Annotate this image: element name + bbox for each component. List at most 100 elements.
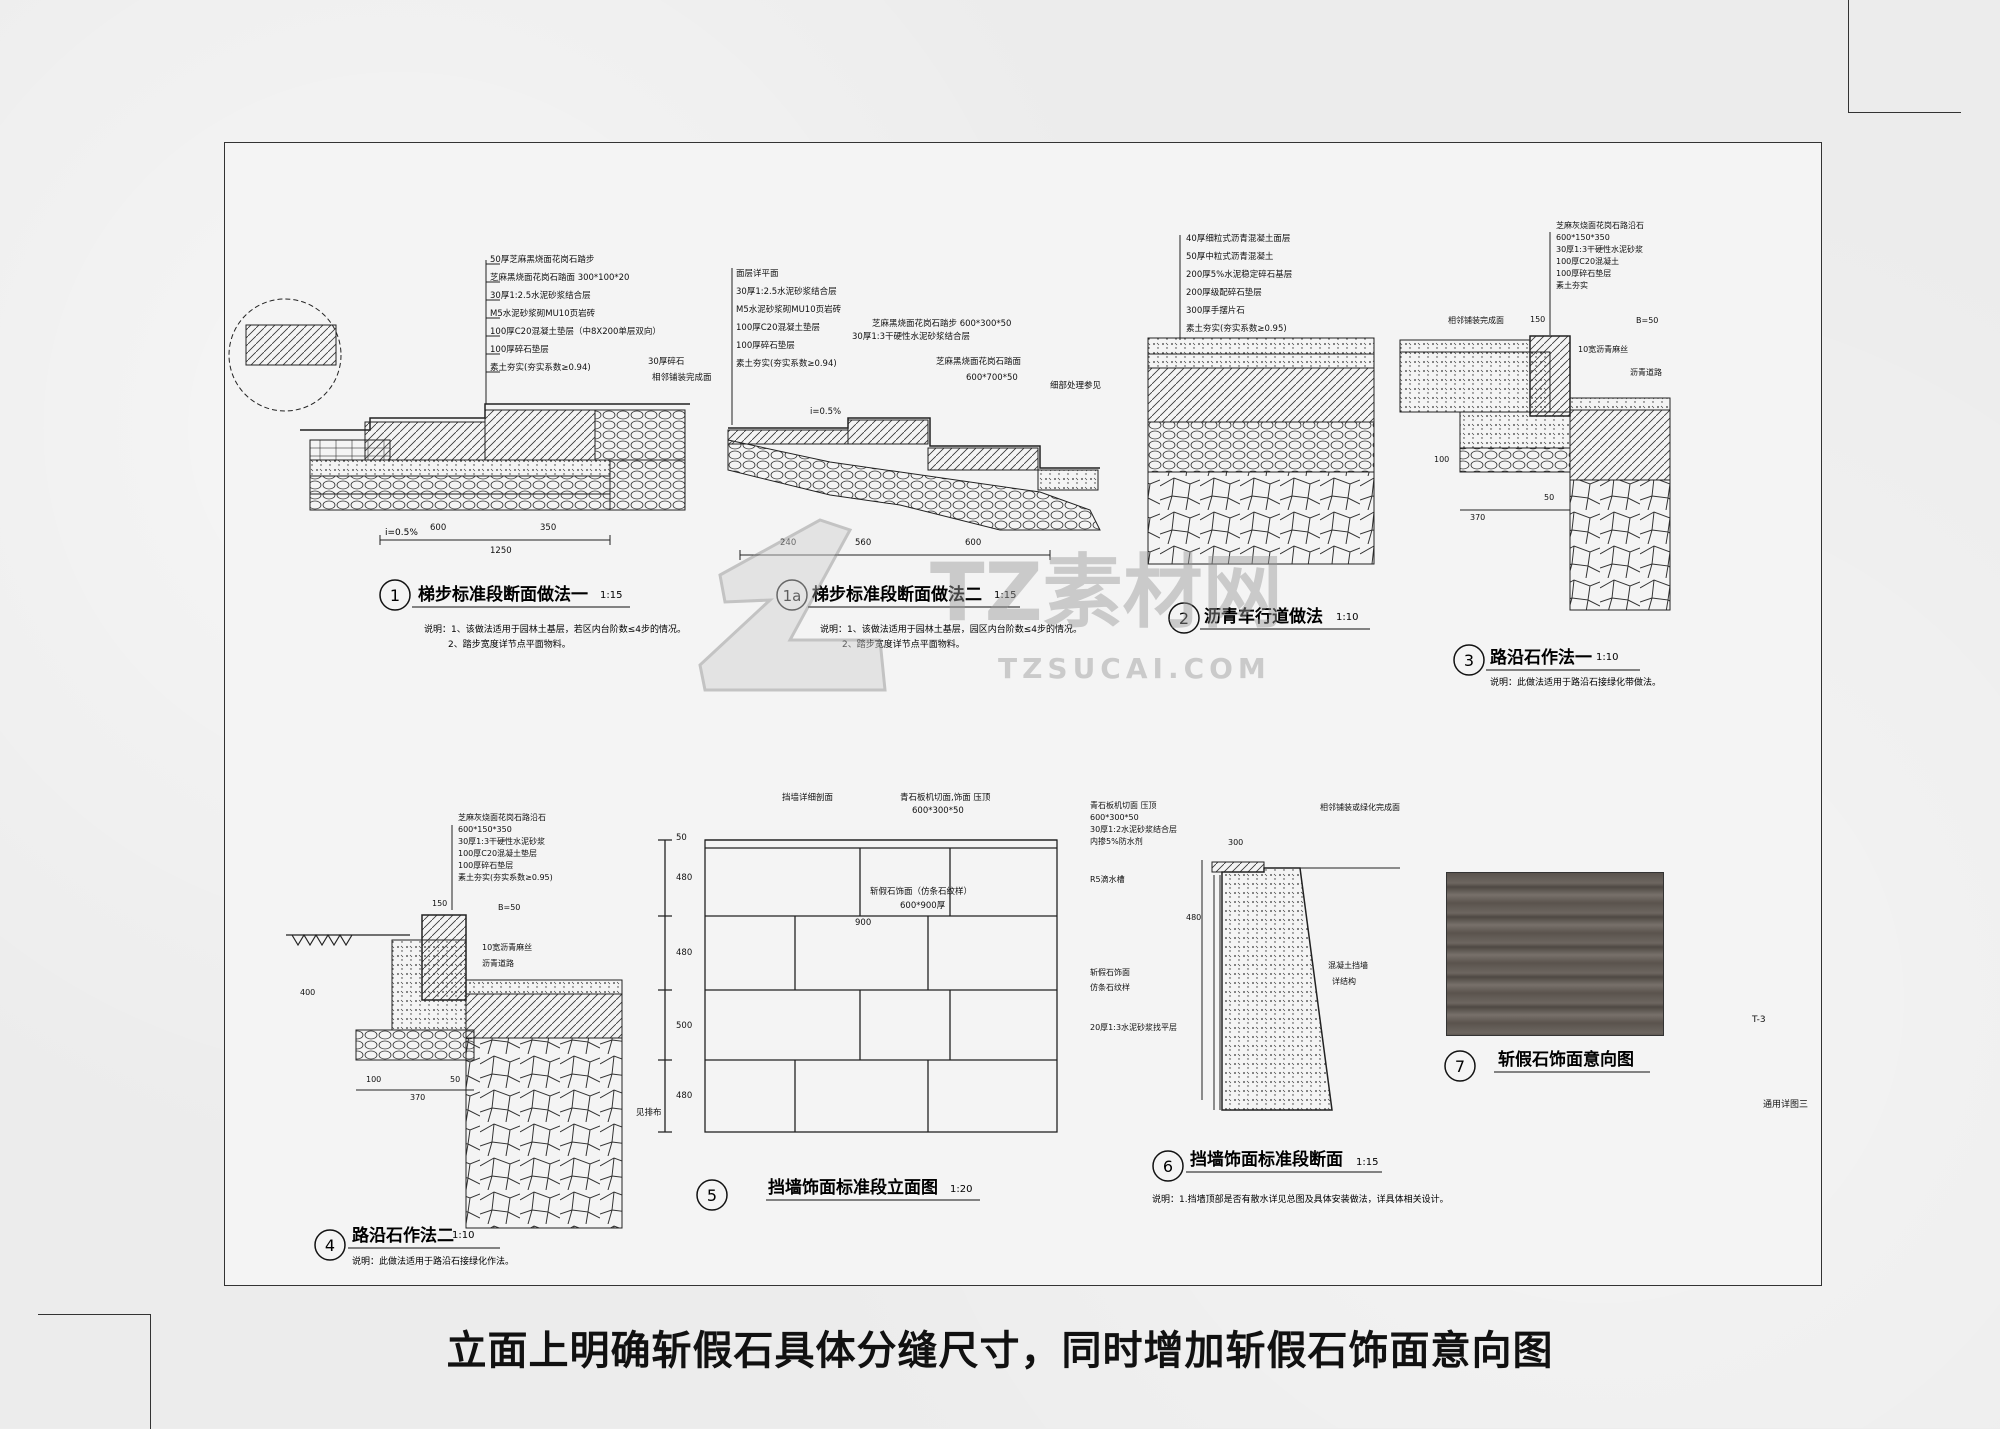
detail-1a-layer-labels: 面层详平面 30厚1:2.5水泥砂浆结合层 M5水泥砂浆砌MU10页岩砖 100… [736, 268, 1102, 548]
detail-1-layer-labels: 50厚芝麻黑烧面花岗石踏步 芝麻黑烧面花岗石踏面 300*100*20 30厚1… [430, 254, 712, 556]
svg-text:50: 50 [676, 833, 687, 843]
svg-text:芝麻灰烧面花岗石路沿石: 芝麻灰烧面花岗石路沿石 [1556, 220, 1644, 230]
svg-text:480: 480 [676, 873, 692, 883]
svg-text:相邻铺装或绿化完成面: 相邻铺装或绿化完成面 [1320, 802, 1400, 812]
svg-text:10宽沥青麻丝: 10宽沥青麻丝 [482, 942, 532, 952]
svg-text:600*300*50: 600*300*50 [1090, 813, 1139, 822]
page-caption: 立面上明确斩假石具体分缝尺寸，同时增加斩假石饰面意向图 [446, 1328, 1554, 1374]
svg-text:480: 480 [676, 948, 692, 958]
detail-1a-section-drawing [727, 268, 1101, 560]
svg-text:说明：此做法适用于路沿石接绿化带做法。: 说明：此做法适用于路沿石接绿化带做法。 [1490, 676, 1661, 688]
svg-text:i=0.5%: i=0.5% [810, 407, 841, 417]
svg-text:芝麻黑烧面花岗石踏面 300*100*20: 芝麻黑烧面花岗石踏面 300*100*20 [490, 272, 629, 283]
svg-text:M5水泥砂浆砌MU10页岩砖: M5水泥砂浆砌MU10页岩砖 [736, 304, 842, 315]
svg-text:芝麻黑烧面花岗石踏步 600*300*50: 芝麻黑烧面花岗石踏步 600*300*50 [872, 318, 1011, 329]
svg-text:1:15: 1:15 [1356, 1157, 1378, 1168]
detail-5-labels: 挡墙详细剖面 青石板机切面,饰面 压顶 600*300*50 斩假石饰面（仿条石… [636, 792, 991, 1118]
crop-mark-top-right [1848, 0, 1961, 113]
detail-6-section-drawing [1201, 860, 1400, 1111]
svg-text:300厚手摆片石: 300厚手摆片石 [1186, 305, 1245, 316]
svg-text:50: 50 [1544, 493, 1554, 502]
svg-text:1:15: 1:15 [600, 590, 622, 601]
svg-text:400: 400 [300, 988, 315, 997]
svg-text:斩假石饰面（仿条石纹样）: 斩假石饰面（仿条石纹样） [870, 886, 972, 897]
svg-text:6: 6 [1163, 1157, 1173, 1176]
svg-text:30厚1:3干硬性水泥砂浆: 30厚1:3干硬性水泥砂浆 [1556, 244, 1643, 254]
svg-text:面层详平面: 面层详平面 [736, 268, 779, 279]
svg-text:100厚碎石垫层: 100厚碎石垫层 [490, 344, 549, 355]
detail-1-dim: i=0.5% [385, 528, 418, 538]
svg-text:100厚C20混凝土垫层: 100厚C20混凝土垫层 [458, 848, 537, 858]
detail-5-title-block: 5 挡墙饰面标准段立面图 1:20 [696, 1177, 980, 1211]
svg-text:100: 100 [366, 1075, 381, 1084]
svg-text:B=50: B=50 [498, 903, 520, 912]
detail-1-title-block: 1 梯步标准段断面做法一 1:15 说明：1、该做法适用于园林土基层，若区内台阶… [379, 579, 686, 650]
svg-text:路沿石作法一: 路沿石作法一 [1490, 647, 1592, 668]
crop-mark-bottom-left [38, 1314, 151, 1429]
svg-text:600*300*50: 600*300*50 [912, 806, 964, 816]
detail-7-title-block: 7 斩假石饰面意向图 [1444, 1049, 1650, 1082]
detail-6-title-block: 6 挡墙饰面标准段断面 1:15 说明：1.挡墙顶部是否有散水详见总图及具体安装… [1152, 1149, 1449, 1205]
svg-text:200厚级配碎石垫层: 200厚级配碎石垫层 [1186, 287, 1262, 298]
svg-text:斩假石饰面: 斩假石饰面 [1090, 967, 1130, 977]
svg-text:青石板机切面 压顶: 青石板机切面 压顶 [1090, 800, 1157, 810]
svg-text:2: 2 [1179, 609, 1189, 628]
svg-text:说明：1、该做法适用于园林土基层，若区内台阶数≤4步的情况。: 说明：1、该做法适用于园林土基层，若区内台阶数≤4步的情况。 [424, 623, 686, 635]
svg-text:100厚C20混凝土垫层: 100厚C20混凝土垫层 [736, 322, 820, 333]
svg-text:1:10: 1:10 [1336, 612, 1358, 623]
svg-text:560: 560 [855, 538, 871, 548]
svg-text:路沿石作法二: 路沿石作法二 [352, 1225, 454, 1246]
svg-text:素土夯实(夯实系数≥0.94): 素土夯实(夯实系数≥0.94) [490, 362, 591, 373]
sheet-scale-mark: T-3 [1751, 1015, 1766, 1025]
detail-4-title-block: 4 路沿石作法二 1:10 说明：此做法适用于路沿石接绿化作法。 [314, 1225, 514, 1267]
svg-text:挡墙饰面标准段断面: 挡墙饰面标准段断面 [1190, 1149, 1343, 1170]
svg-text:细部处理参见: 细部处理参见 [1050, 380, 1102, 391]
detail-3-labels: 芝麻灰烧面花岗石路沿石 600*150*350 30厚1:3干硬性水泥砂浆 10… [1434, 220, 1662, 522]
svg-text:600*150*350: 600*150*350 [458, 825, 512, 834]
svg-text:600*900厚: 600*900厚 [900, 901, 946, 911]
svg-text:2、踏步宽度详节点平面物料。: 2、踏步宽度详节点平面物料。 [448, 638, 571, 650]
svg-text:50厚中粒式沥青混凝土: 50厚中粒式沥青混凝土 [1186, 251, 1274, 262]
svg-text:2、踏步宽度详节点平面物料。: 2、踏步宽度详节点平面物料。 [842, 638, 965, 650]
svg-text:100厚碎石垫层: 100厚碎石垫层 [458, 860, 513, 870]
detail-3-section-drawing [1399, 232, 1671, 611]
svg-text:50厚芝麻黑烧面花岗石踏步: 50厚芝麻黑烧面花岗石踏步 [490, 254, 594, 265]
detail-4-section-drawing [286, 825, 623, 1229]
svg-text:见排布: 见排布 [636, 1107, 662, 1118]
svg-text:说明：此做法适用于路沿石接绿化作法。: 说明：此做法适用于路沿石接绿化作法。 [352, 1255, 514, 1267]
detail-6-labels: 青石板机切面 压顶 600*300*50 30厚1:2水泥砂浆结合层 内掺5%防… [1090, 800, 1400, 1032]
watermark: TZ素材网 TZSUCAI.COM [698, 518, 1283, 692]
svg-text:素土夯实: 素土夯实 [1556, 280, 1588, 290]
svg-text:100厚C20混凝土: 100厚C20混凝土 [1556, 256, 1619, 266]
svg-text:370: 370 [1470, 513, 1485, 522]
svg-text:30厚1:2.5水泥砂浆结合层: 30厚1:2.5水泥砂浆结合层 [736, 286, 837, 297]
svg-text:370: 370 [410, 1093, 425, 1102]
detail-3-title-block: 3 路沿石作法一 1:10 说明：此做法适用于路沿石接绿化带做法。 [1453, 644, 1661, 688]
svg-text:芝麻灰烧面花岗石路沿石: 芝麻灰烧面花岗石路沿石 [458, 812, 546, 822]
detail-2-section-drawing [1147, 235, 1375, 565]
svg-text:3: 3 [1464, 651, 1474, 670]
detail-1a-title-block: 1a 梯步标准段断面做法二 1:15 说明：1、该做法适用于园林土基层，园区内台… [776, 579, 1082, 650]
svg-text:7: 7 [1455, 1057, 1465, 1076]
svg-text:300: 300 [1228, 838, 1243, 847]
svg-text:挡墙饰面标准段立面图: 挡墙饰面标准段立面图 [768, 1177, 938, 1198]
svg-text:青石板机切面,饰面 压顶: 青石板机切面,饰面 压顶 [900, 792, 991, 803]
svg-text:30厚1:3干硬性水泥砂浆: 30厚1:3干硬性水泥砂浆 [458, 836, 545, 846]
svg-text:1a: 1a [783, 587, 802, 605]
svg-text:900: 900 [855, 918, 871, 928]
svg-text:30厚1:2.5水泥砂浆结合层: 30厚1:2.5水泥砂浆结合层 [490, 290, 591, 301]
svg-text:素土夯实(夯实系数≥0.95): 素土夯实(夯实系数≥0.95) [1186, 323, 1287, 334]
svg-text:1:20: 1:20 [950, 1184, 972, 1195]
svg-text:100厚碎石垫层: 100厚碎石垫层 [736, 340, 795, 351]
svg-text:100厚碎石垫层: 100厚碎石垫层 [1556, 268, 1611, 278]
svg-text:斩假石饰面意向图: 斩假石饰面意向图 [1498, 1049, 1634, 1070]
watermark-brand: TZ素材网 [930, 546, 1283, 639]
svg-text:内掺5%防水剂: 内掺5%防水剂 [1090, 836, 1143, 846]
svg-text:说明：1.挡墙顶部是否有散水详见总图及具体安装做法，详具体相: 说明：1.挡墙顶部是否有散水详见总图及具体安装做法，详具体相关设计。 [1152, 1193, 1449, 1205]
svg-text:600: 600 [430, 523, 446, 533]
svg-text:1: 1 [390, 586, 400, 605]
svg-text:沥青车行道做法: 沥青车行道做法 [1204, 606, 1323, 627]
svg-text:150: 150 [1530, 315, 1545, 324]
svg-text:说明：1、该做法适用于园林土基层，园区内台阶数≤4步的情况。: 说明：1、该做法适用于园林土基层，园区内台阶数≤4步的情况。 [820, 623, 1082, 635]
